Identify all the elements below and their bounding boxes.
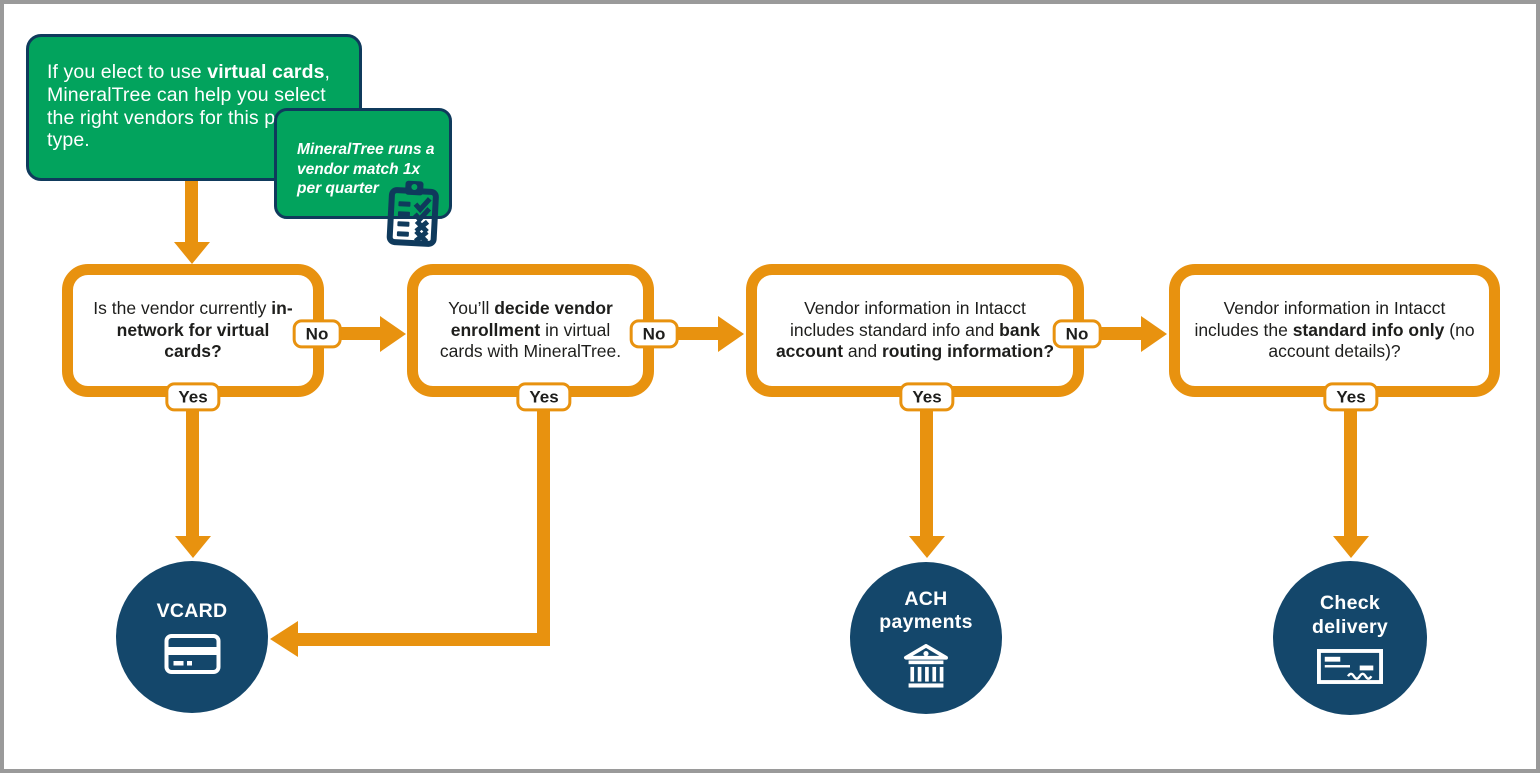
decision-box-bank-routing: Vendor information in Intacct includes s…: [746, 264, 1084, 397]
arrow-d2-yes-head: [270, 621, 298, 657]
decision-text-in-network: Is the vendor currently in-network for v…: [93, 297, 293, 362]
arrow-d3-no-shaft: [1094, 327, 1144, 340]
decision-box-standard-info: Vendor information in Intacct includes t…: [1169, 264, 1500, 397]
paper-check-icon: [1317, 648, 1383, 684]
decision-box-in-network: Is the vendor currently in-network for v…: [62, 264, 324, 397]
arrow-d1-no-head: [380, 316, 406, 352]
arrow-d3-no-head: [1141, 316, 1167, 352]
arrow-d4-yes-head: [1333, 536, 1369, 558]
arrow-d2-yes-shaft-horizontal: [298, 633, 550, 646]
arrow-d1-yes-head: [175, 536, 211, 558]
outcome-vcard: VCARD: [116, 561, 268, 713]
yes-tab-d4: Yes: [1323, 382, 1379, 412]
arrow-intro-to-d1-head: [174, 242, 210, 264]
yes-tab-d2: Yes: [516, 382, 572, 412]
decision-box-vendor-enrollment: You’ll decide vendor enrollment in virtu…: [407, 264, 654, 397]
yes-tab-d1: Yes: [165, 382, 221, 412]
outcome-vcard-label: VCARD: [156, 600, 228, 623]
vendor-match-note: MineralTree runs a vendor match 1x per q…: [274, 108, 452, 219]
bank-icon: [904, 644, 949, 688]
outcome-ach-payments: ACH payments: [850, 562, 1002, 714]
arrow-intro-to-d1-shaft: [185, 180, 198, 244]
arrow-d2-no-shaft: [672, 327, 722, 340]
decision-text-bank-routing: Vendor information in Intacct includes s…: [775, 297, 1055, 362]
outcome-check-label: Check delivery: [1311, 592, 1389, 638]
arrow-d1-yes-shaft: [186, 410, 199, 538]
intro-note-text: If you elect to use virtual cards, Miner…: [47, 61, 340, 152]
intro-note: If you elect to use virtual cards, Miner…: [26, 34, 362, 181]
outcome-check-delivery: Check delivery: [1273, 561, 1427, 715]
no-tab-d2: No: [629, 319, 679, 349]
no-tab-d1: No: [292, 319, 342, 349]
arrow-d4-yes-shaft: [1344, 410, 1357, 538]
arrow-d3-yes-shaft: [920, 410, 933, 538]
outcome-ach-label: ACH payments: [879, 587, 973, 633]
arrow-d1-no-shaft: [334, 327, 384, 340]
decision-text-standard-info: Vendor information in Intacct includes t…: [1194, 297, 1475, 362]
arrow-d2-no-head: [718, 316, 744, 352]
no-tab-d3: No: [1052, 319, 1102, 349]
clipboard-checklist-icon: [386, 180, 439, 247]
credit-card-icon: [164, 633, 220, 674]
arrow-d2-yes-shaft-vertical: [537, 410, 550, 646]
arrow-d3-yes-head: [909, 536, 945, 558]
vendor-match-note-text: MineralTree runs a vendor match 1x per q…: [297, 141, 435, 198]
yes-tab-d3: Yes: [899, 382, 955, 412]
decision-text-vendor-enrollment: You’ll decide vendor enrollment in virtu…: [439, 297, 622, 362]
